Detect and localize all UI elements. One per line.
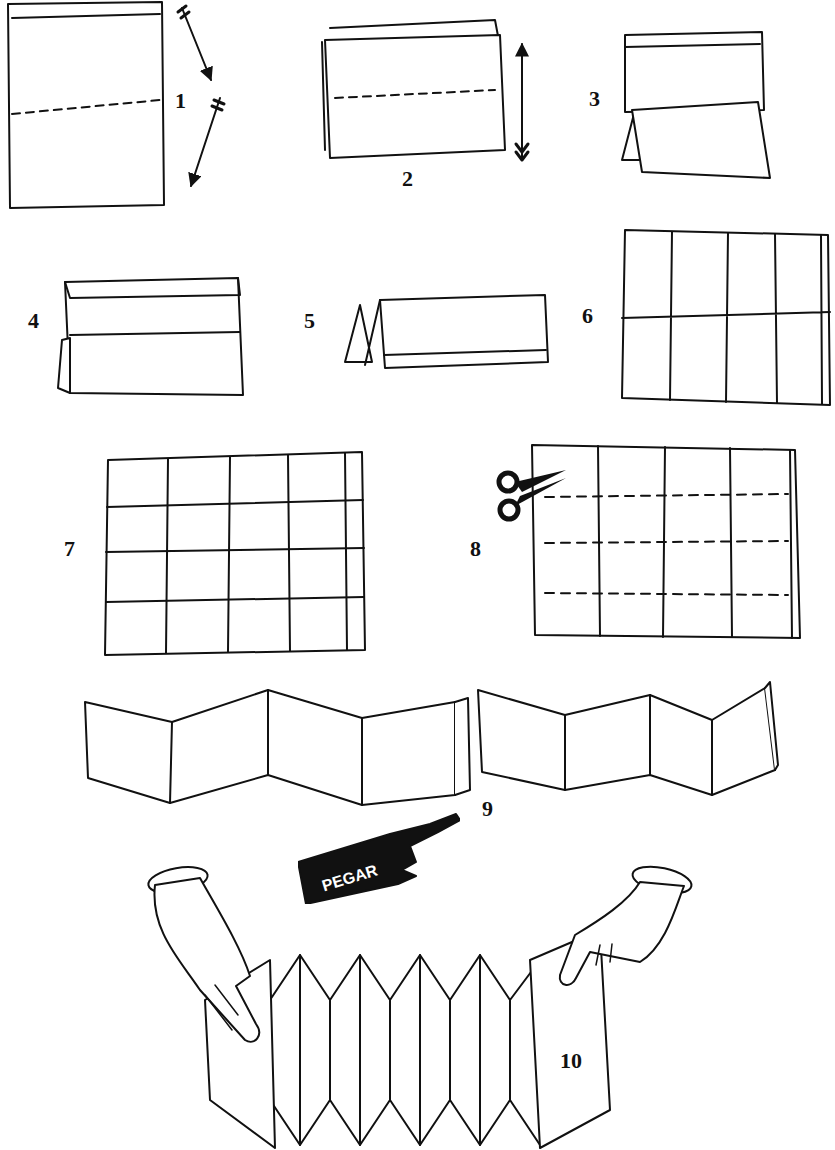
callout-number: 2 — [402, 168, 413, 190]
callout-number: 5 — [304, 310, 315, 332]
callout-number: 1 — [175, 90, 186, 112]
callout-number: 10 — [560, 1050, 582, 1072]
callout-number: 4 — [28, 310, 39, 332]
pointing-hand: PEGAR — [298, 812, 460, 904]
scissors-symbol — [499, 470, 566, 519]
callout-number: 3 — [589, 88, 600, 110]
callout-number: 7 — [64, 538, 75, 560]
callout-number: 8 — [470, 538, 481, 560]
callout-number: 9 — [482, 798, 493, 820]
hand-shape — [298, 812, 460, 904]
callout-number: 6 — [582, 305, 593, 327]
